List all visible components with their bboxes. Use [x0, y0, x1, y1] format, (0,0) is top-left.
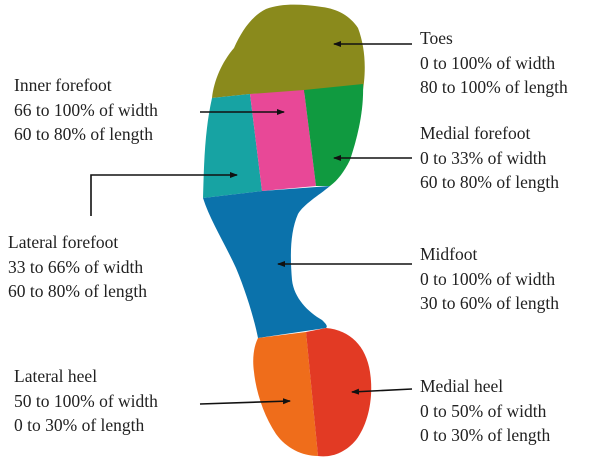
toes-region: [212, 5, 365, 98]
midfoot-length-range: 30 to 60% of length: [420, 291, 559, 316]
lateral-forefoot-width-range: 33 to 66% of width: [8, 255, 147, 280]
lateral-heel-length-range: 0 to 30% of length: [14, 413, 158, 438]
toes-label: Toes 0 to 100% of width 80 to 100% of le…: [420, 26, 568, 100]
medial-forefoot-title: Medial forefoot: [420, 121, 559, 146]
inner-forefoot-length-range: 60 to 80% of length: [14, 122, 158, 147]
medial-heel-length-range: 0 to 30% of length: [420, 423, 550, 448]
midfoot-label: Midfoot 0 to 100% of width 30 to 60% of …: [420, 242, 559, 316]
toes-title: Toes: [420, 26, 568, 51]
medial-heel-width-range: 0 to 50% of width: [420, 399, 550, 424]
medial-forefoot-length-range: 60 to 80% of length: [420, 170, 559, 195]
lateral-forefoot-length-range: 60 to 80% of length: [8, 279, 147, 304]
inner-forefoot-label: Inner forefoot 66 to 100% of width 60 to…: [14, 73, 158, 147]
medial-heel-title: Medial heel: [420, 374, 550, 399]
midfoot-region: [203, 186, 330, 338]
medial-forefoot-label: Medial forefoot 0 to 33% of width 60 to …: [420, 121, 559, 195]
lateral-forefoot-label: Lateral forefoot 33 to 66% of width 60 t…: [8, 230, 147, 304]
lateral-heel-title: Lateral heel: [14, 364, 158, 389]
medial-heel-label: Medial heel 0 to 50% of width 0 to 30% o…: [420, 374, 550, 448]
toes-length-range: 80 to 100% of length: [420, 75, 568, 100]
toes-width-range: 0 to 100% of width: [420, 51, 568, 76]
lateral-heel-width-range: 50 to 100% of width: [14, 389, 158, 414]
inner-forefoot-title: Inner forefoot: [14, 73, 158, 98]
medial-forefoot-width-range: 0 to 33% of width: [420, 146, 559, 171]
lateral-forefoot-title: Lateral forefoot: [8, 230, 147, 255]
midfoot-width-range: 0 to 100% of width: [420, 267, 559, 292]
lateral-heel-label: Lateral heel 50 to 100% of width 0 to 30…: [14, 364, 158, 438]
inner-forefoot-width-range: 66 to 100% of width: [14, 98, 158, 123]
midfoot-title: Midfoot: [420, 242, 559, 267]
